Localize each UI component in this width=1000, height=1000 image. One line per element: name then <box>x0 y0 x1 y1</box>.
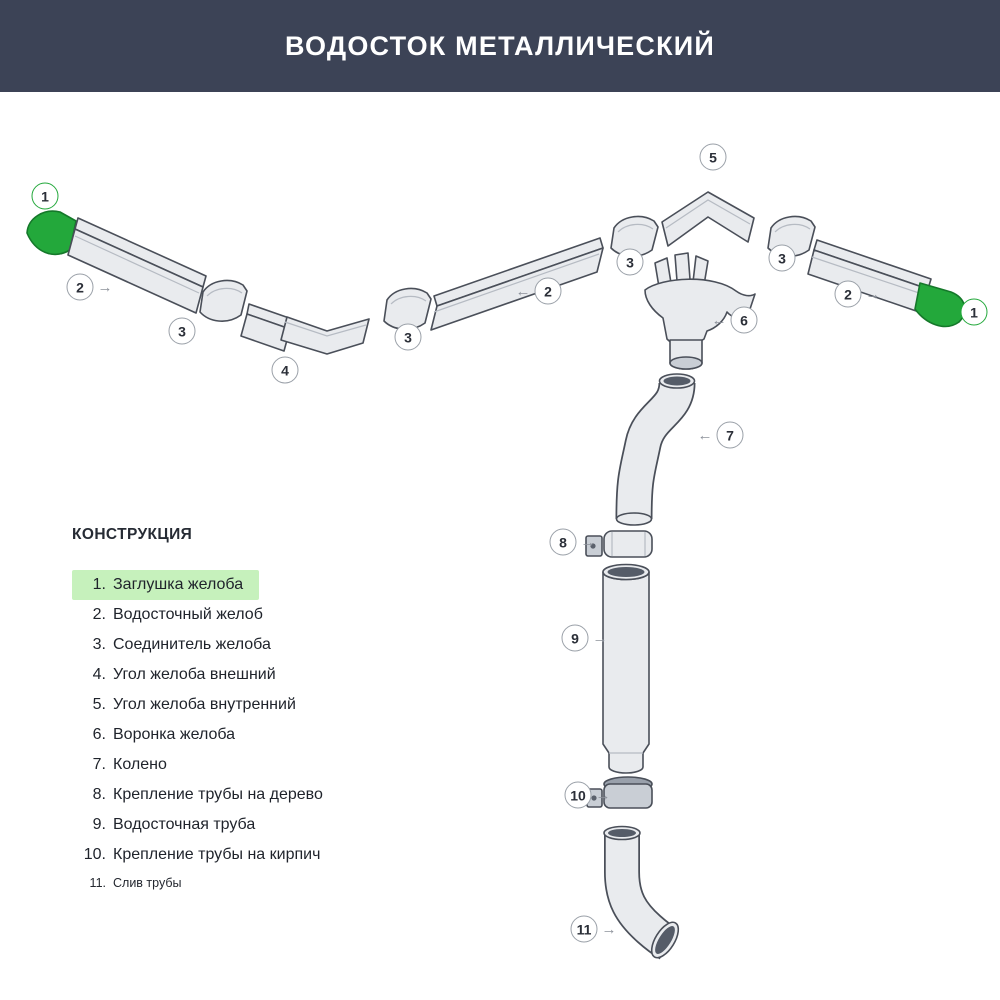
callout-number: 6 <box>730 306 758 334</box>
legend-item-gutter: 2. Водосточный желоб <box>72 600 412 630</box>
callout-number: 5 <box>699 143 727 171</box>
legend: КОНСТРУКЦИЯ 1. Заглушка желоба 2. Водосточ… <box>72 526 412 896</box>
legend-item-label: Водосточный желоб <box>113 606 263 623</box>
legend-item-label: Крепление трубы на дерево <box>113 786 323 803</box>
gutter-connector-mid-left <box>383 287 432 330</box>
callout-inner-corner: 5 <box>699 143 727 171</box>
callout-connector-mid-left: 3 <box>394 323 422 351</box>
callout-elbow: 7← <box>698 421 744 449</box>
legend-item-end-cap: 1. Заглушка желоба <box>72 570 260 600</box>
legend-heading: КОНСТРУКЦИЯ <box>72 526 193 543</box>
legend-item-number: 10. <box>83 846 106 863</box>
inner-corner <box>661 191 755 247</box>
callout-arrow-icon: → <box>97 278 113 296</box>
callout-downpipe: 9→ <box>561 624 608 652</box>
callout-funnel: 6← <box>712 306 758 334</box>
legend-item-number: 7. <box>92 756 106 773</box>
wood-bracket <box>585 530 653 558</box>
outer-corner <box>280 316 370 355</box>
callout-arrow-icon: → <box>601 920 617 938</box>
legend-item-downpipe: 9. Водосточная труба <box>72 810 412 840</box>
legend-item-label: Крепление трубы на кирпич <box>113 846 321 863</box>
legend-item-label: Заглушка желоба <box>113 576 244 593</box>
callout-arrow-icon: → <box>580 533 596 551</box>
gutter-end-cap-left <box>26 210 77 256</box>
legend-item-number: 9. <box>92 816 106 833</box>
callout-endcap-left: 1 <box>31 182 59 210</box>
callout-number: 3 <box>168 317 196 345</box>
callout-connector-right: 3 <box>768 244 796 272</box>
callout-number: 3 <box>768 244 796 272</box>
callout-number: 7 <box>716 421 744 449</box>
callout-number: 2 <box>834 280 862 308</box>
legend-item-number: 11. <box>89 876 106 890</box>
legend-item-label: Водосточная труба <box>113 816 256 833</box>
legend-item-number: 6. <box>92 726 106 743</box>
callout-outlet: 11→ <box>570 915 617 943</box>
legend-item-label: Угол желоба внешний <box>113 666 276 683</box>
callout-brick-bracket: 10→ <box>564 781 611 809</box>
callout-number: 1 <box>31 182 59 210</box>
callout-arrow-icon: → <box>865 285 881 303</box>
gutter-end-cap-right <box>914 282 966 328</box>
callout-number: 3 <box>394 323 422 351</box>
legend-item-outlet: 11. Слив трубы <box>72 870 412 896</box>
callout-number: 4 <box>271 356 299 384</box>
legend-item-number: 8. <box>92 786 106 803</box>
page-title: ВОДОСТОК МЕТАЛЛИЧЕСКИЙ <box>285 30 715 61</box>
callout-arrow-icon: ← <box>697 426 713 444</box>
legend-item-label: Воронка желоба <box>113 726 236 743</box>
callout-gutter-middle: 2← <box>516 277 562 305</box>
header: ВОДОСТОК МЕТАЛЛИЧЕСКИЙ <box>0 0 1000 92</box>
legend-item-number: 2. <box>92 606 106 623</box>
callout-connector-left: 3 <box>168 317 196 345</box>
callout-number: 11 <box>570 915 598 943</box>
callout-number: 2 <box>66 273 94 301</box>
legend-item-label: Слив трубы <box>113 876 182 890</box>
callout-connector-mid-right: 3 <box>616 248 644 276</box>
funnel <box>644 252 756 370</box>
legend-item-funnel: 6. Воронка желоба <box>72 720 412 750</box>
callout-number: 9 <box>561 624 589 652</box>
callout-arrow-icon: ← <box>711 311 727 329</box>
legend-item-outer-corner: 4. Угол желоба внешний <box>72 660 412 690</box>
legend-item-connector: 3. Соединитель желоба <box>72 630 412 660</box>
callout-number: 8 <box>549 528 577 556</box>
legend-item-brick-bracket: 10. Крепление трубы на кирпич <box>72 840 412 870</box>
legend-item-elbow: 7. Колено <box>72 750 412 780</box>
legend-item-number: 3. <box>92 636 106 653</box>
callout-outer-corner: 4 <box>271 356 299 384</box>
legend-item-label: Колено <box>113 756 167 773</box>
gutter-middle <box>430 237 604 331</box>
legend-item-label: Угол желоба внутренний <box>113 696 296 713</box>
callout-arrow-icon: → <box>592 629 608 647</box>
legend-item-number: 4. <box>92 666 106 683</box>
elbow <box>615 373 696 526</box>
callout-wood-bracket: 8→ <box>549 528 596 556</box>
callout-number: 2 <box>534 277 562 305</box>
callout-arrow-icon: ← <box>515 282 531 300</box>
legend-item-inner-corner: 5. Угол желоба внутренний <box>72 690 412 720</box>
callout-gutter-left: 2→ <box>66 273 113 301</box>
legend-item-number: 1. <box>92 576 106 593</box>
outlet <box>603 825 680 960</box>
legend-list: 1. Заглушка желоба 2. Водосточный желоб 3.… <box>72 570 412 896</box>
callout-endcap-right: 1 <box>960 298 988 326</box>
callout-number: 1 <box>960 298 988 326</box>
legend-item-number: 5. <box>92 696 106 713</box>
gutter-connector-left <box>199 279 248 322</box>
downpipe <box>602 563 650 774</box>
callout-gutter-right: 2→ <box>834 280 881 308</box>
callout-number: 10 <box>564 781 592 809</box>
legend-item-wood-bracket: 8. Крепление трубы на дерево <box>72 780 412 810</box>
gutter-left <box>67 217 207 314</box>
legend-item-label: Соединитель желоба <box>113 636 271 653</box>
callout-number: 3 <box>616 248 644 276</box>
callout-arrow-icon: → <box>595 786 611 804</box>
